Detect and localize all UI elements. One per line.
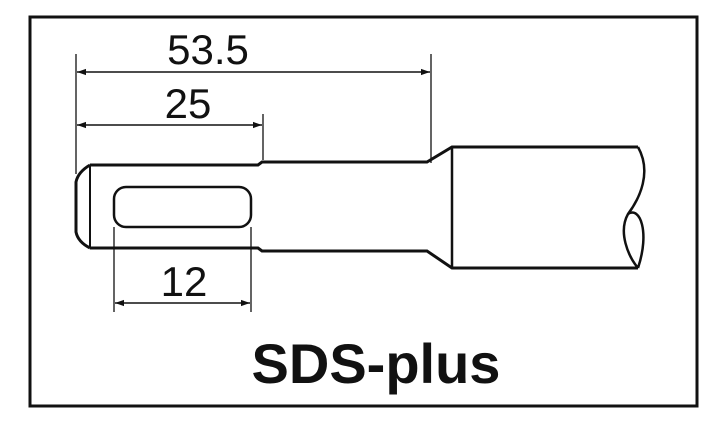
shank-length-label: 25: [165, 80, 212, 127]
caption-title: SDS-plus: [252, 332, 501, 395]
shank-tip: [74, 163, 91, 250]
overall-length-dimension: 53.5: [75, 26, 432, 174]
shank-bottom-edge: [90, 246, 638, 270]
slot-length-label: 12: [161, 258, 208, 305]
slot-length-dimension: 12: [113, 227, 252, 312]
break-line-inner: [627, 211, 645, 269]
shank-length-dimension: 25: [77, 80, 264, 160]
diagram-frame: [28, 15, 699, 408]
sds-plus-shank: [74, 145, 646, 270]
shank-slot: [112, 185, 253, 229]
shank-top-edge: [90, 145, 638, 167]
break-line-outer: [622, 146, 646, 269]
overall-length-label: 53.5: [167, 26, 249, 73]
